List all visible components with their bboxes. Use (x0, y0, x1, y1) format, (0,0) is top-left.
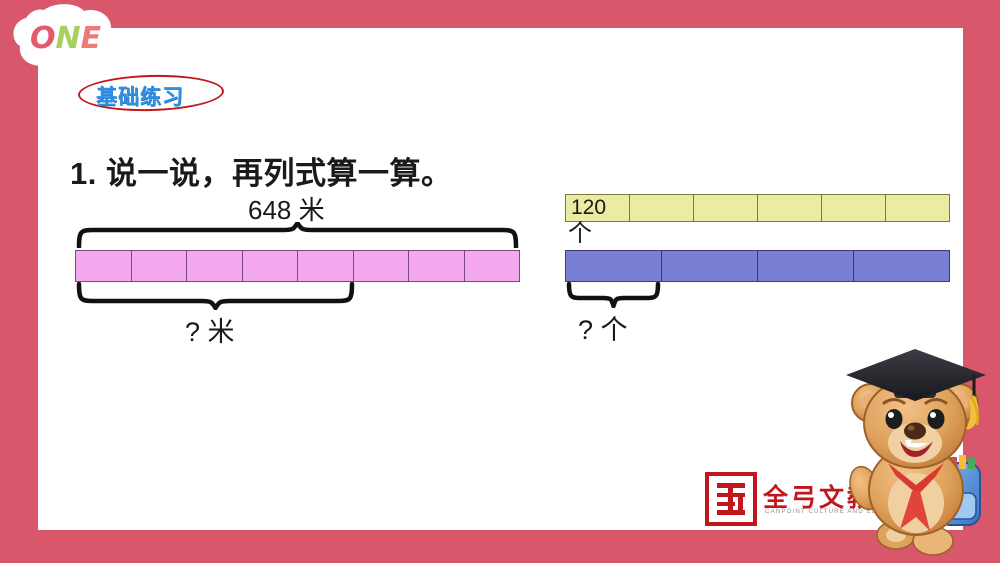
blue-bar-segment (566, 251, 662, 281)
blue-bar-segment (662, 251, 758, 281)
badge-letter-1: O (30, 21, 56, 56)
left-bar-model-diagram: 648 米 ? 米 (70, 190, 530, 360)
yellow-bar-segment: 120 (566, 195, 630, 221)
left-bottom-brace-icon (76, 282, 355, 310)
blue-bar (565, 250, 950, 282)
section-title-chip: 基础练习 (77, 73, 230, 117)
blue-bar-segment (758, 251, 854, 281)
badge-letter-2: N (55, 21, 81, 56)
pink-bar-segment (409, 251, 465, 281)
pink-bar-segment (242, 251, 298, 281)
pink-bar-segment (76, 251, 132, 281)
brand-name-en: CANPOINT CULTURE AND EDUCATION (765, 508, 913, 515)
badge-label: ONE (30, 21, 101, 56)
yellow-bar-segment (822, 195, 886, 221)
yellow-bar-segment (694, 195, 758, 221)
graduate-bear-mascot-icon (846, 349, 986, 556)
pink-bar-segment (131, 251, 187, 281)
section-number-badge: ONE (8, 4, 126, 76)
logo-mark-icon (705, 472, 757, 526)
section-title-label: 基础练习 (96, 86, 184, 109)
blue-bar-segment (854, 251, 949, 281)
left-total-label: 648 米 (248, 195, 325, 225)
yellow-bar-first-value: 120 (571, 196, 607, 219)
page-title: 1. 说一说，再列式算一算。 (70, 156, 453, 191)
right-bottom-brace-icon (566, 282, 661, 308)
yellow-bar-segment (630, 195, 694, 221)
pink-bar-segment (353, 251, 409, 281)
pink-bar-segment (464, 251, 519, 281)
right-bar-model-diagram: 120 个 ? 个 (560, 190, 960, 365)
yellow-bar-segment (758, 195, 822, 221)
pink-bar-segment (187, 251, 243, 281)
right-unknown-label: ? 个 (578, 315, 628, 345)
yellow-bar-segment (886, 195, 949, 221)
right-unit-caret-label: 个 (568, 220, 592, 247)
cloud-shape-icon (13, 4, 118, 73)
left-unknown-label: ? 米 (185, 317, 235, 347)
pink-bar-segment (298, 251, 354, 281)
left-top-brace-icon (76, 222, 519, 248)
yellow-bar: 120 (565, 194, 950, 222)
badge-letter-3: E (80, 21, 102, 56)
pink-bar (75, 250, 520, 282)
